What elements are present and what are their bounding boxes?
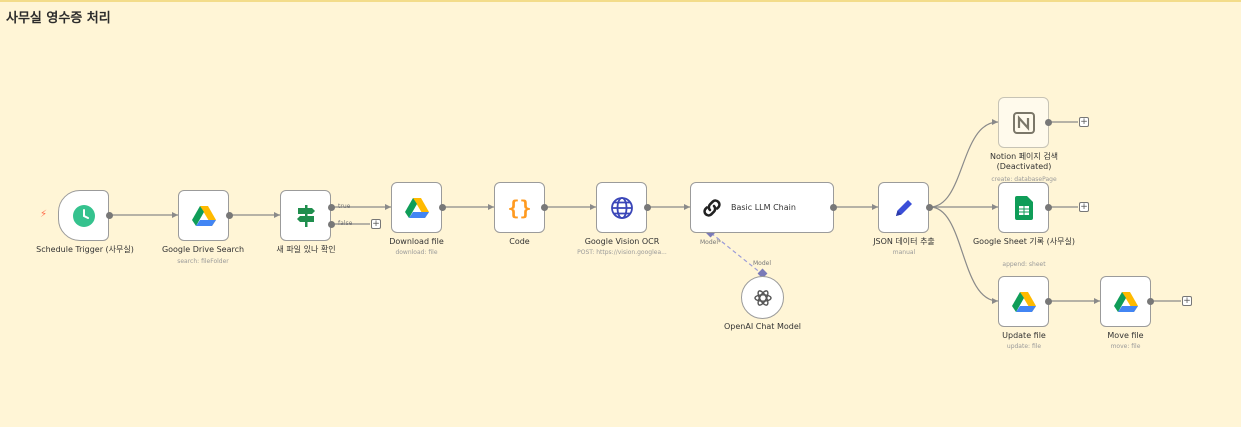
output-port[interactable]: [541, 204, 548, 211]
add-node-button[interactable]: +: [1079, 202, 1089, 212]
openai-icon: [753, 289, 772, 306]
edge-model-dashed: [710, 232, 763, 275]
model-output-label: Model: [753, 260, 772, 267]
node-subtitle: move: file: [1110, 343, 1141, 350]
clock-icon: [72, 204, 95, 227]
arrowhead: [992, 119, 998, 125]
node-schedule-trigger[interactable]: [58, 190, 109, 241]
arrowhead: [488, 204, 494, 210]
output-port[interactable]: [1045, 119, 1052, 126]
arrowhead: [274, 212, 280, 218]
edge-json-notion: [929, 121, 999, 208]
workflow-title: 사무실 영수증 처리: [6, 11, 111, 26]
node-label: 새 파일 있나 확인: [276, 245, 336, 254]
curly-braces-icon: {}: [507, 195, 532, 220]
output-port-true[interactable]: [328, 204, 335, 211]
output-port[interactable]: [106, 212, 113, 219]
model-output-diamond: [757, 268, 768, 279]
signpost-icon: [296, 204, 315, 227]
output-port[interactable]: [1147, 298, 1154, 305]
arrowhead: [992, 204, 998, 210]
chain-link-icon: [703, 198, 721, 217]
arrowhead: [385, 204, 391, 210]
node-move-file[interactable]: [1100, 276, 1151, 327]
notion-icon: [1012, 111, 1035, 134]
output-port[interactable]: [830, 204, 837, 211]
node-subtitle: update: file: [1006, 343, 1042, 350]
output-port-false[interactable]: [328, 221, 335, 228]
add-node-button[interactable]: +: [371, 219, 381, 229]
google-drive-icon: [404, 197, 429, 218]
node-label: JSON 데이터 추출: [873, 237, 935, 246]
node-label: Code: [509, 237, 530, 246]
google-drive-icon: [1011, 291, 1036, 312]
arrowhead: [992, 298, 998, 304]
node-subtitle: download: file: [395, 249, 438, 256]
node-label: Download file: [389, 237, 444, 246]
node-basic-llm-chain[interactable]: Basic LLM Chain: [690, 182, 834, 233]
branch-label-true: true: [338, 203, 351, 210]
node-if-check[interactable]: [280, 190, 331, 241]
node-label: Notion 페이지 검색 (Deactivated): [989, 152, 1059, 171]
arrowhead: [590, 204, 596, 210]
trigger-bolt-icon: ⚡: [40, 209, 48, 220]
google-drive-icon: [191, 205, 216, 226]
pencil-icon: [895, 199, 912, 216]
output-port[interactable]: [439, 204, 446, 211]
google-sheets-icon: [1014, 195, 1033, 220]
output-port[interactable]: [1045, 204, 1052, 211]
node-google-drive-search[interactable]: [178, 190, 229, 241]
arrowhead: [1094, 298, 1100, 304]
globe-icon: [610, 196, 633, 219]
node-openai-chat-model[interactable]: [741, 276, 784, 319]
node-json-extract[interactable]: [878, 182, 929, 233]
node-download-file[interactable]: [391, 182, 442, 233]
output-port[interactable]: [1045, 298, 1052, 305]
add-node-button[interactable]: +: [1079, 117, 1089, 127]
output-port[interactable]: [226, 212, 233, 219]
arrowhead: [172, 212, 178, 218]
node-code[interactable]: {}: [494, 182, 545, 233]
node-subtitle: manual: [892, 249, 916, 256]
output-port[interactable]: [644, 204, 651, 211]
add-node-button[interactable]: +: [1182, 296, 1192, 306]
node-label: Schedule Trigger (사무실): [36, 245, 134, 254]
node-notion-search[interactable]: [998, 97, 1049, 148]
model-input-label: Model*: [700, 239, 722, 246]
node-subtitle: search: fileFolder: [177, 258, 229, 265]
node-label: Basic LLM Chain: [731, 203, 796, 212]
edge-json-update: [929, 206, 999, 302]
node-label: Google Vision OCR: [584, 237, 660, 246]
node-update-file[interactable]: [998, 276, 1049, 327]
arrowhead: [872, 204, 878, 210]
node-google-vision-ocr[interactable]: [596, 182, 647, 233]
google-drive-icon: [1113, 291, 1138, 312]
node-label: Update file: [1002, 331, 1046, 340]
output-port[interactable]: [926, 204, 933, 211]
node-subtitle: append: sheet: [1002, 261, 1046, 268]
node-label: OpenAI Chat Model: [724, 322, 801, 331]
node-label: Google Sheet 기록 (사무실): [972, 237, 1075, 246]
arrowhead: [684, 204, 690, 210]
node-subtitle: POST: https://vision.googlea...: [577, 249, 667, 256]
node-google-sheet[interactable]: [998, 182, 1049, 233]
node-label: Google Drive Search: [161, 245, 245, 254]
branch-label-false: false: [338, 220, 353, 227]
node-label: Move file: [1107, 331, 1144, 340]
node-subtitle: create: databasePage: [991, 176, 1057, 183]
